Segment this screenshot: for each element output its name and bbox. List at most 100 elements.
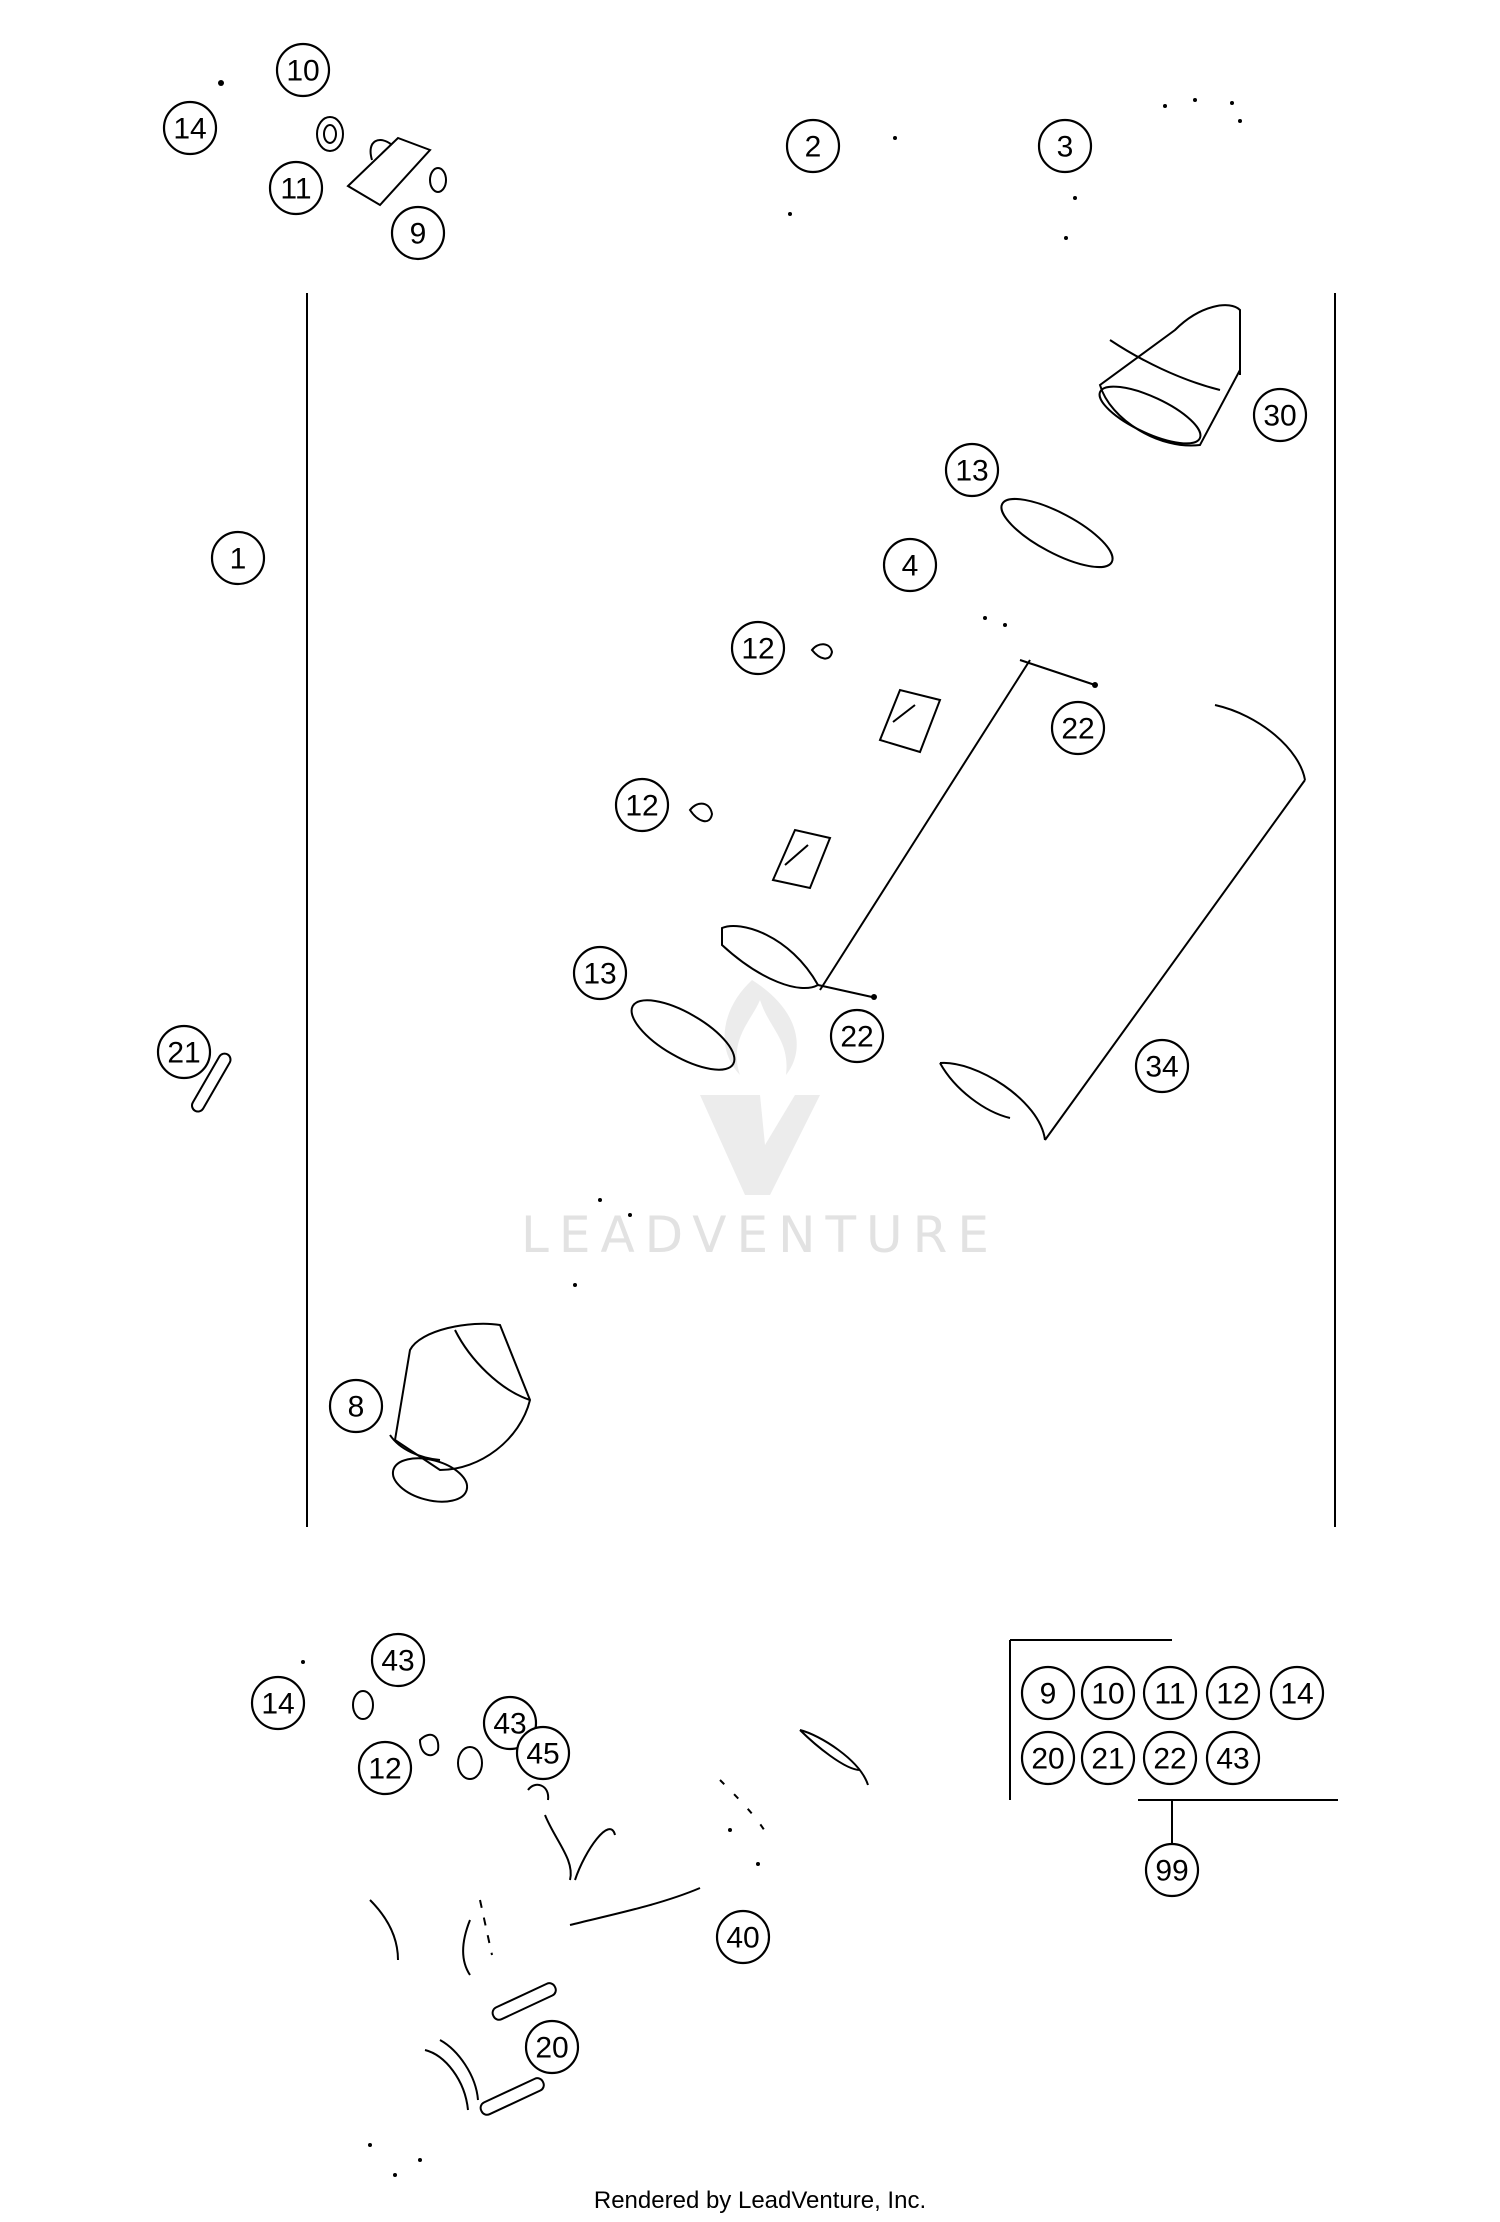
callout-label: 12 — [741, 633, 774, 666]
callout-label: 20 — [1031, 1743, 1064, 1776]
callout-circle — [944, 442, 1000, 498]
callout-label: 14 — [261, 1688, 294, 1721]
callout-12: 12 — [357, 1740, 413, 1796]
callout-label: 43 — [493, 1708, 526, 1741]
callout-label: 9 — [410, 218, 427, 251]
callout-label: 12 — [1216, 1678, 1249, 1711]
callout-circle — [1020, 1730, 1076, 1786]
callout-circle — [715, 1909, 771, 1965]
callout-3: 3 — [1037, 118, 1093, 174]
callout-12: 12 — [730, 620, 786, 676]
callout-circle — [275, 42, 331, 98]
callout-34: 34 — [1134, 1038, 1190, 1094]
leadventure-watermark: LEADVENTURE — [521, 980, 999, 1264]
callout-circle — [268, 160, 324, 216]
callout-circle — [328, 1378, 384, 1434]
callout-label: 99 — [1155, 1855, 1188, 1888]
callout-label: 4 — [902, 550, 919, 583]
callout-circle — [1269, 1665, 1325, 1721]
callout-11: 11 — [1142, 1665, 1198, 1721]
callout-8: 8 — [328, 1378, 384, 1434]
callout-label: 22 — [1153, 1743, 1186, 1776]
seal-ring-lower — [630, 999, 736, 1071]
screw-dots-top — [788, 98, 1242, 240]
callout-1: 1 — [210, 530, 266, 586]
callout-circle — [1252, 387, 1308, 443]
callout-circle — [1020, 1665, 1076, 1721]
end-cap-front — [389, 1322, 532, 1503]
callout-label: 3 — [1057, 131, 1074, 164]
seal-ring-upper — [1000, 497, 1114, 569]
callout-circle — [1142, 1730, 1198, 1786]
callout-label: 8 — [348, 1391, 365, 1424]
callout-label: 21 — [167, 1037, 200, 1070]
callout-9: 9 — [390, 205, 446, 261]
callout-label: 40 — [726, 1922, 759, 1955]
callout-12: 12 — [614, 777, 670, 833]
callout-2: 2 — [785, 118, 841, 174]
callout-label: 43 — [1216, 1743, 1249, 1776]
callout-11: 11 — [268, 160, 324, 216]
callout-circle — [1205, 1730, 1261, 1786]
callout-circle — [357, 1740, 413, 1796]
spring-clip-left — [191, 1052, 232, 1113]
callout-22: 22 — [829, 1008, 885, 1064]
mounting-bracket-upper — [810, 643, 942, 754]
callout-label: 10 — [1091, 1678, 1124, 1711]
callout-circle — [156, 1024, 212, 1080]
perforated-inner-tube — [721, 616, 1098, 1000]
callout-14: 14 — [250, 1675, 306, 1731]
callout-label: 20 — [535, 2032, 568, 2065]
callout-circle — [210, 530, 266, 586]
callout-43: 43 — [1205, 1730, 1261, 1786]
callout-label: 11 — [280, 173, 311, 206]
callout-30: 30 — [1252, 387, 1308, 443]
callout-label: 2 — [805, 131, 822, 164]
callout-circle — [1050, 700, 1106, 756]
callout-circle — [524, 2019, 580, 2075]
watermark-v-logo — [700, 1095, 820, 1195]
callout-circle — [1144, 1842, 1200, 1898]
callout-circle — [730, 620, 786, 676]
callout-21: 21 — [1080, 1730, 1136, 1786]
callout-circle — [1142, 1665, 1198, 1721]
callout-99: 99 — [1144, 1842, 1200, 1898]
callout-22: 22 — [1050, 700, 1106, 756]
callout-10: 10 — [1080, 1665, 1136, 1721]
watermark-flame-logo — [724, 980, 797, 1075]
callout-label: 10 — [286, 55, 319, 88]
callout-circle — [250, 1675, 306, 1731]
callout-13: 13 — [944, 442, 1000, 498]
callout-10: 10 — [275, 42, 331, 98]
mounting-bracket-lower — [688, 802, 832, 890]
callout-label: 14 — [173, 113, 206, 146]
callout-circle — [614, 777, 670, 833]
callout-22: 22 — [1142, 1730, 1198, 1786]
callout-label: 1 — [230, 543, 247, 576]
callout-label: 14 — [1280, 1678, 1313, 1711]
callout-circle — [162, 100, 218, 156]
callout-label: 22 — [840, 1021, 873, 1054]
callout-label: 43 — [381, 1645, 414, 1678]
silencer-outer-sleeve — [939, 704, 1306, 1141]
callout-circle — [1205, 1665, 1261, 1721]
callout-label: 22 — [1061, 713, 1094, 746]
callout-circle — [1134, 1038, 1190, 1094]
callout-20: 20 — [1020, 1730, 1076, 1786]
callout-9: 9 — [1020, 1665, 1076, 1721]
callout-label: 21 — [1091, 1743, 1124, 1776]
callout-label: 45 — [526, 1738, 559, 1771]
callout-circle — [829, 1008, 885, 1064]
gasket-plate — [346, 136, 432, 207]
callout-circle — [1080, 1730, 1136, 1786]
render-credit: Rendered by LeadVenture, Inc. — [594, 2187, 926, 2214]
callout-circle — [1080, 1665, 1136, 1721]
watermark-text: LEADVENTURE — [521, 1206, 999, 1264]
callout-21: 21 — [156, 1024, 212, 1080]
kit-bracket — [1009, 1639, 1338, 1850]
callout-circle — [572, 945, 628, 1001]
header-pipe-assembly — [301, 1198, 869, 2177]
callout-label: 30 — [1263, 400, 1296, 433]
